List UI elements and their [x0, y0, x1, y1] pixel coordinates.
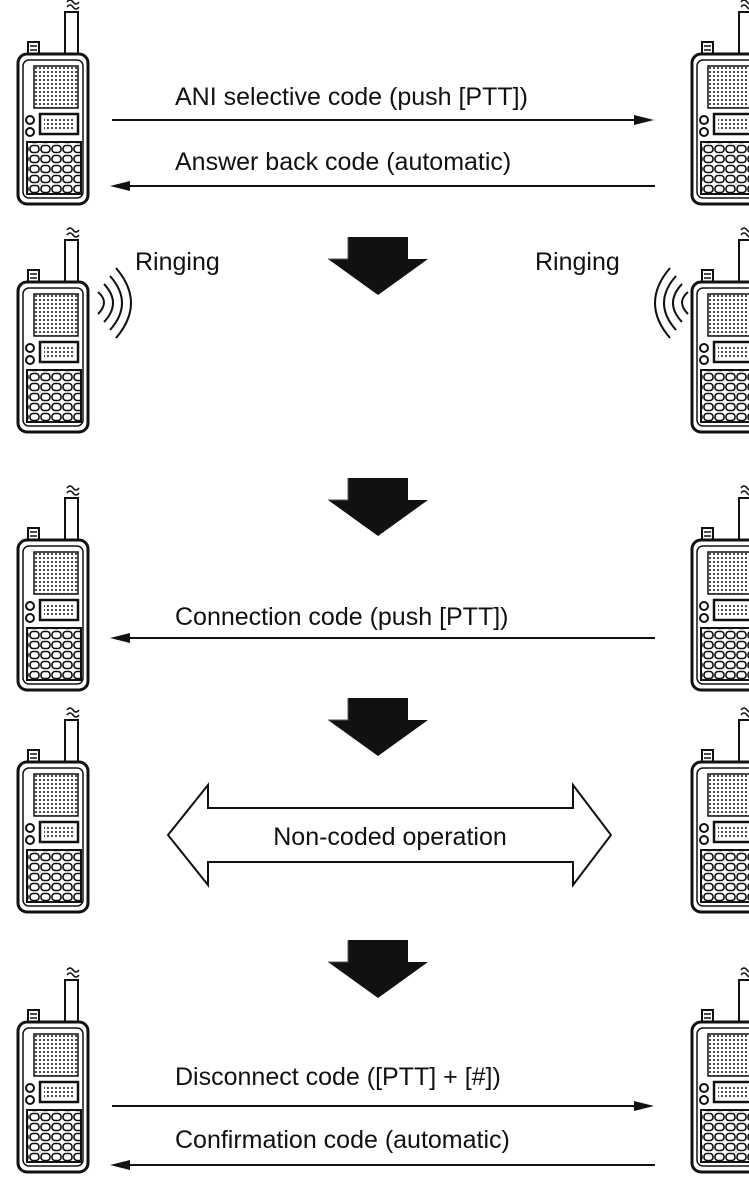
connection-code-label: Connection code (push [PTT])	[175, 603, 509, 631]
right-radio-icon	[690, 966, 749, 1174]
disconnect-code-label: Disconnect code ([PTT] + [#])	[175, 1063, 501, 1091]
right-radio-icon	[690, 484, 749, 692]
right-radio-icon	[690, 0, 749, 206]
step-2: Ringing Ringing	[16, 226, 749, 434]
double-headed-arrow	[166, 782, 613, 888]
left-sound-wave-icon	[97, 267, 132, 339]
down-arrow-icon	[327, 477, 429, 537]
connection-arrow-head	[110, 633, 130, 643]
left-ringing-label: Ringing	[135, 248, 220, 276]
left-radio-icon	[16, 226, 90, 434]
left-radio-icon	[16, 966, 90, 1174]
step-4: Non-coded operation	[16, 697, 749, 914]
ani-code-label: ANI selective code (push [PTT])	[175, 83, 528, 111]
disconnect-arrow-head	[634, 1101, 654, 1111]
right-radio-icon	[690, 226, 749, 434]
left-radio-icon	[16, 0, 90, 206]
answer-back-label: Answer back code (automatic)	[175, 148, 511, 176]
step-1: ANI selective code (push [PTT]) Answer b…	[16, 0, 749, 206]
step-3: Connection code (push [PTT])	[16, 477, 749, 692]
right-ringing-label: Ringing	[535, 248, 620, 276]
confirmation-code-label: Confirmation code (automatic)	[175, 1126, 510, 1154]
left-radio-icon	[16, 484, 90, 692]
step-5: Disconnect code ([PTT] + [#]) Confirmati…	[16, 939, 749, 1174]
down-arrow-icon	[327, 236, 429, 296]
down-arrow-icon	[327, 939, 429, 999]
answer-back-arrow-head	[110, 181, 130, 191]
confirmation-arrow-head	[110, 1160, 130, 1170]
right-sound-wave-icon	[654, 267, 689, 339]
right-radio-icon	[690, 706, 749, 914]
non-coded-operation-label: Non-coded operation	[273, 823, 507, 851]
down-arrow-icon	[327, 697, 429, 757]
ani-arrow-head	[634, 115, 654, 125]
left-radio-icon	[16, 706, 90, 914]
